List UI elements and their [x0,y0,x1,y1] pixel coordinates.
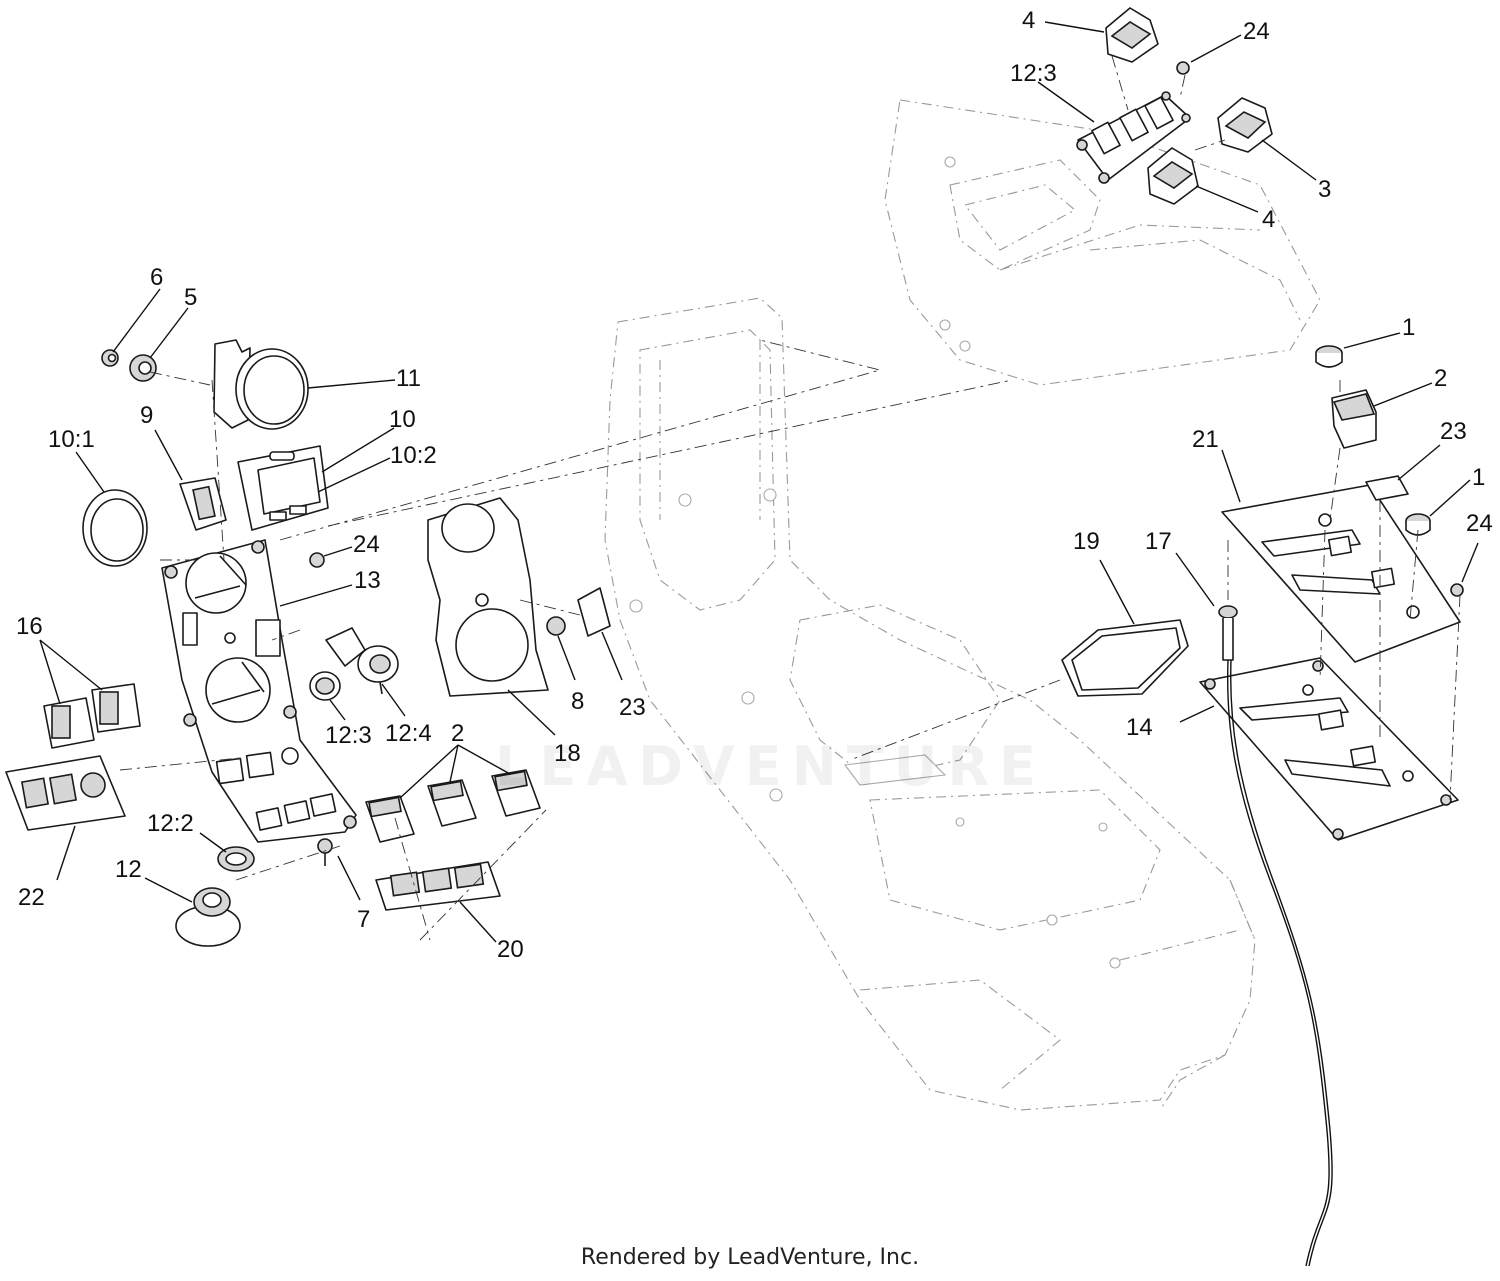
bezel-20 [375,861,501,911]
callout-14: 14 [1126,714,1153,741]
callout-12-3: 12:3 [325,722,372,749]
callout-5: 5 [184,284,198,311]
screw-7 [317,838,333,866]
ring-10-1 [82,489,148,567]
rocker-switch-top-b [1147,147,1199,205]
bezel-plate-top [1076,91,1191,184]
plate-21 [1221,484,1461,663]
callout-4-top: 4 [1022,7,1036,34]
callout-23-right: 23 [1440,418,1467,445]
plug-1-b [1405,513,1431,536]
nut-5 [129,354,157,382]
credit-line: Rendered by LeadVenture, Inc. [580,1245,920,1270]
callout-2-right: 2 [1434,365,1448,392]
callout-6: 6 [150,264,164,291]
gasket-18 [427,497,549,697]
ring-12-3 [309,671,341,701]
dash-panel-13 [161,539,357,843]
leader-lines [39,21,1479,943]
plug-23-left [577,587,611,637]
callout-17: 17 [1145,528,1172,555]
callout-18: 18 [554,740,581,767]
callout-12: 12 [115,856,142,883]
ring-12-2 [217,846,255,872]
label-19 [1061,619,1189,697]
plug-8 [546,616,566,636]
screw-24-top [1176,61,1190,75]
callout-10: 10 [389,406,416,433]
callout-8: 8 [571,688,585,715]
callout-24-right: 24 [1466,510,1493,537]
callout-11: 11 [396,365,421,392]
callout-1-top: 1 [1402,314,1416,341]
screw-24-left [309,552,325,568]
callout-9: 9 [140,402,154,429]
callout-12-4: 12:4 [385,720,432,747]
switch-9 [179,477,227,531]
bezel-22 [5,755,126,831]
callout-7: 7 [357,906,371,933]
callout-3: 3 [1318,176,1332,203]
callout-24-left: 24 [353,531,380,558]
rocker-switches-16 [43,683,141,749]
rocker-switch-top-a [1105,7,1159,63]
callout-16: 16 [16,613,43,640]
callout-10-1: 10:1 [48,426,95,453]
cable-17 [1218,605,1333,1267]
gauge-11 [213,339,309,430]
callout-22: 22 [18,884,45,911]
callout-1-low: 1 [1472,464,1486,491]
console-ghost [604,297,1256,1111]
rocker-switch-2-right [1331,389,1377,449]
callout-2-left: 2 [451,720,465,747]
outlet-12 [175,887,241,947]
callout-19: 19 [1073,528,1100,555]
rocker-switch-3 [1217,97,1273,153]
nut-6 [101,349,119,367]
callout-13: 13 [354,567,381,594]
plug-23-right [1365,475,1409,501]
screw-24-right [1450,583,1464,597]
callout-15: 12:3 [1010,60,1057,87]
callout-4-low: 4 [1262,206,1276,233]
callout-24-top: 24 [1243,18,1270,45]
watermark: LEADVENTURE [495,735,1046,798]
plug-1-a [1315,345,1343,368]
display-10 [237,445,329,531]
callout-23-left: 23 [619,694,646,721]
callout-10-2: 10:2 [390,442,437,469]
key-switch-12-4 [325,627,399,695]
callout-21: 21 [1192,426,1219,453]
callout-12-2: 12:2 [147,810,194,837]
plate-14 [1199,657,1459,841]
callout-20: 20 [497,936,524,963]
